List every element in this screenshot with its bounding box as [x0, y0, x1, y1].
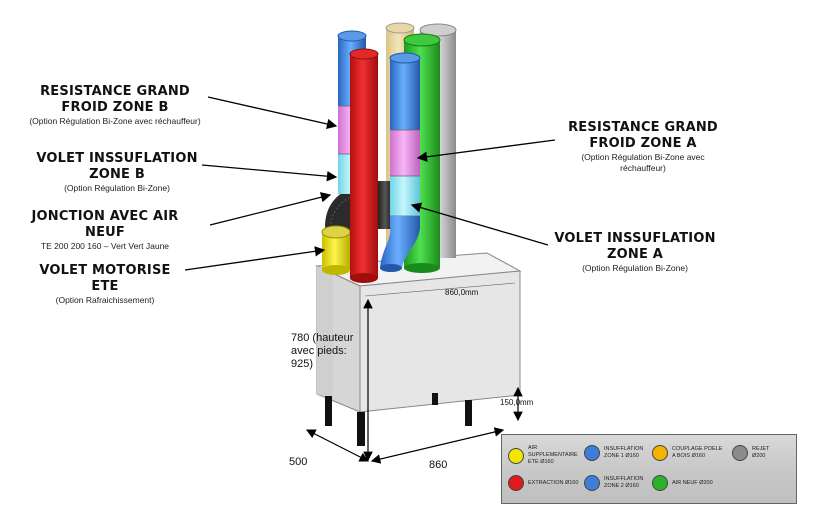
dimension-lines — [305, 282, 523, 464]
legend-color-swatch — [508, 475, 524, 491]
legend-label-line: INSUFFLATION — [604, 476, 644, 482]
label-resistance-zone-a: RESISTANCE GRAND FROID ZONE A (Option Ré… — [548, 120, 738, 174]
dimension-depth: 500 — [289, 456, 308, 468]
label-title: NEUF — [85, 225, 125, 240]
legend-color-swatch — [652, 475, 668, 491]
label-subtitle: (Option Régulation Bi-Zone) — [64, 183, 170, 193]
label-title: FROID ZONE A — [589, 136, 697, 151]
dimension-top-width: 860,0mm — [445, 288, 479, 297]
label-subtitle: réchauffeur) — [620, 163, 666, 173]
legend-item: EXTRACTION Ø160 — [508, 475, 578, 491]
legend-label-line: ZONE 1 Ø160 — [604, 453, 639, 459]
dimension-height-line: 925) — [291, 358, 314, 370]
dimension-height: 780 (hauteur avec pieds: 925) — [291, 332, 353, 371]
label-title: JONCTION AVEC AIR — [31, 209, 179, 224]
legend-label: EXTRACTION Ø160 — [528, 480, 578, 487]
unit-feet — [325, 393, 472, 446]
legend-label-line: EXTRACTION Ø160 — [528, 479, 579, 486]
legend-item: AIR NEUF Ø200 — [652, 475, 713, 491]
label-title: FROID ZONE B — [61, 100, 169, 115]
label-title: RESISTANCE GRAND — [40, 84, 190, 99]
legend-label-line: Ø200 — [752, 453, 766, 459]
label-title: VOLET INSSUFLATION — [554, 231, 716, 246]
legend-label: AIR NEUF Ø200 — [672, 480, 713, 487]
label-title: VOLET MOTORISE — [39, 263, 171, 278]
pipe-extraction — [349, 48, 379, 283]
label-title: VOLET INSSUFLATION — [36, 151, 198, 166]
leader-lines — [184, 96, 556, 271]
dimension-width: 860 — [429, 459, 448, 471]
label-resistance-zone-b: RESISTANCE GRAND FROID ZONE B (Option Ré… — [20, 84, 210, 127]
label-subtitle: (Option Rafraichissement) — [55, 295, 155, 305]
legend-label-line: COUPLAGE POELE — [672, 446, 723, 452]
dimension-height-line: 780 (hauteur — [291, 332, 354, 344]
pipe-air-supplementaire — [321, 225, 351, 275]
legend-label-line: INSUFFLATION — [604, 446, 644, 452]
label-subtitle: (Option Régulation Bi-Zone) — [582, 263, 688, 273]
legend-label-line: A BOIS Ø160 — [672, 453, 706, 459]
dimension-feet: 150,0mm — [500, 398, 534, 407]
label-title: RESISTANCE GRAND — [568, 120, 718, 135]
legend-label-line: SUPPLEMENTAIRE — [528, 452, 578, 458]
label-title: ZONE B — [89, 167, 145, 182]
legend-label-line: ETE Ø160 — [528, 459, 554, 465]
label-subtitle: TE 200 200 160 – Vert Vert Jaune — [40, 241, 170, 251]
label-title: ZONE A — [606, 247, 664, 262]
legend-label-line: ZONE 2 Ø160 — [604, 483, 639, 489]
label-title: ETE — [91, 279, 119, 294]
legend-color-swatch — [652, 445, 668, 461]
legend-label-line: AIR NEUF Ø200 — [672, 479, 713, 486]
label-volet-motorise: VOLET MOTORISE ETE (Option Rafraichissem… — [10, 263, 200, 306]
legend-color-swatch — [584, 475, 600, 491]
label-subtitle: (Option Régulation Bi-Zone avec — [581, 152, 705, 162]
dimension-height-line: avec pieds: — [291, 345, 347, 357]
label-volet-zone-a: VOLET INSSUFLATION ZONE A (Option Régula… — [540, 231, 730, 274]
legend-label-line: AIR — [528, 445, 538, 451]
legend-color-swatch — [584, 445, 600, 461]
legend-color-swatch — [508, 447, 524, 464]
label-volet-zone-b: VOLET INSSUFLATION ZONE B (Option Régula… — [22, 151, 212, 194]
label-jonction: JONCTION AVEC AIR NEUF TE 200 200 160 – … — [10, 209, 200, 252]
legend-label-line: REJET — [752, 446, 770, 452]
legend-color-swatch — [732, 445, 748, 461]
pipe-insufflation-zone-a — [380, 52, 421, 272]
label-subtitle: (Option Régulation Bi-Zone avec réchauff… — [29, 116, 201, 126]
